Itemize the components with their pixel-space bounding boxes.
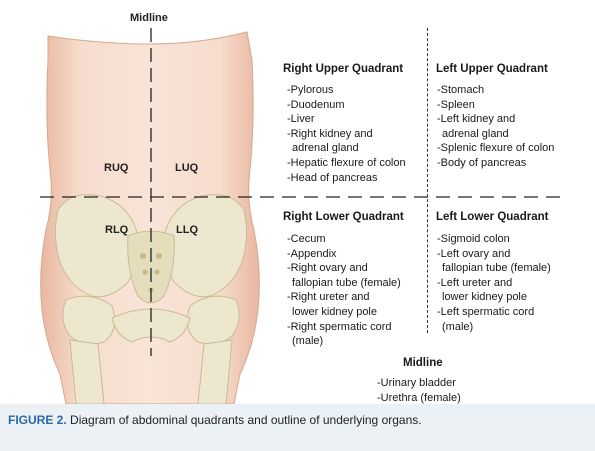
left-iliac-wing — [163, 194, 248, 298]
right-iliac-wing — [54, 194, 139, 298]
pubic-arch — [111, 308, 191, 343]
left-femur-head — [186, 295, 240, 345]
right-femur-head — [62, 295, 116, 345]
midline-top-label: Midline — [130, 12, 168, 24]
list-item: -Right kidney and — [287, 127, 373, 140]
ruq-label: RUQ — [104, 162, 129, 174]
list-item: -Stomach — [437, 84, 485, 96]
list-item: -Left ovary and — [437, 247, 511, 260]
list-item: -Liver — [287, 113, 315, 126]
right-femur-shaft — [69, 339, 105, 404]
list-item: lower kidney pole — [292, 305, 377, 318]
torso-illustration — [40, 28, 560, 404]
rlq-organ-list: -Cecum -Appendix -Right ovary and fallop… — [287, 232, 401, 349]
luq-organ-list: -Stomach -Spleen -Left kidney and adrena… — [437, 83, 554, 171]
list-item: -Right ovary and — [287, 262, 368, 275]
figure-caption-text: Diagram of abdominal quadrants and outli… — [70, 413, 422, 427]
list-item: (male) — [442, 320, 474, 333]
figure-caption-label: FIGURE 2. — [8, 413, 67, 427]
list-item: -Sigmoid colon — [437, 233, 510, 245]
list-item: -Right ureter and — [287, 291, 370, 304]
midline-organ-list: -Urinary bladder -Urethra (female) — [377, 376, 461, 405]
ruq-heading: Right Upper Quadrant — [283, 63, 404, 75]
sacrum — [127, 230, 175, 304]
list-item: -Urethra (female) — [377, 391, 461, 404]
list-item: -Hepatic flexure of colon — [287, 156, 406, 169]
list-item: fallopian tube (female) — [292, 276, 401, 289]
list-item: -Pylorous — [287, 84, 334, 96]
list-item: -Splenic flexure of colon — [437, 142, 555, 155]
list-item: -Left ureter and — [437, 276, 513, 289]
llq-label: LLQ — [176, 224, 198, 236]
list-item: -Appendix — [287, 247, 337, 260]
list-item: adrenal gland — [292, 142, 359, 155]
organ-column-divider — [427, 28, 428, 333]
list-item: fallopian tube (female) — [442, 262, 551, 275]
list-item: -Left spermatic cord — [437, 305, 535, 318]
llq-heading: Left Lower Quadrant — [436, 211, 549, 223]
list-item: lower kidney pole — [442, 291, 527, 304]
left-femur-shaft — [197, 339, 233, 404]
list-item: (male) — [292, 335, 324, 348]
rlq-label: RLQ — [105, 224, 129, 236]
luq-heading: Left Upper Quadrant — [436, 63, 548, 75]
llq-organ-list: -Sigmoid colon -Left ovary and fallopian… — [437, 232, 551, 334]
luq-label: LUQ — [175, 162, 199, 174]
list-item: -Head of pancreas — [287, 171, 378, 184]
list-item: -Urinary bladder — [377, 377, 456, 389]
list-item: -Body of pancreas — [437, 156, 527, 169]
figure-caption: FIGURE 2. Diagram of abdominal quadrants… — [8, 413, 422, 427]
list-item: -Left kidney and — [437, 113, 516, 126]
pelvis-bones — [54, 194, 248, 404]
figure-panel: Midline RUQ LUQ RLQ LLQ Right Upper Quad… — [0, 0, 595, 404]
midline-bottom-heading: Midline — [403, 357, 443, 369]
list-item: -Spleen — [437, 98, 475, 111]
list-item: -Right spermatic cord — [287, 320, 392, 333]
rlq-heading: Right Lower Quadrant — [283, 211, 404, 223]
list-item: -Duodenum — [287, 98, 345, 111]
ruq-organ-list: -Pylorous -Duodenum -Liver -Right kidney… — [287, 83, 406, 185]
list-item: adrenal gland — [442, 127, 509, 140]
list-item: -Cecum — [287, 233, 326, 245]
